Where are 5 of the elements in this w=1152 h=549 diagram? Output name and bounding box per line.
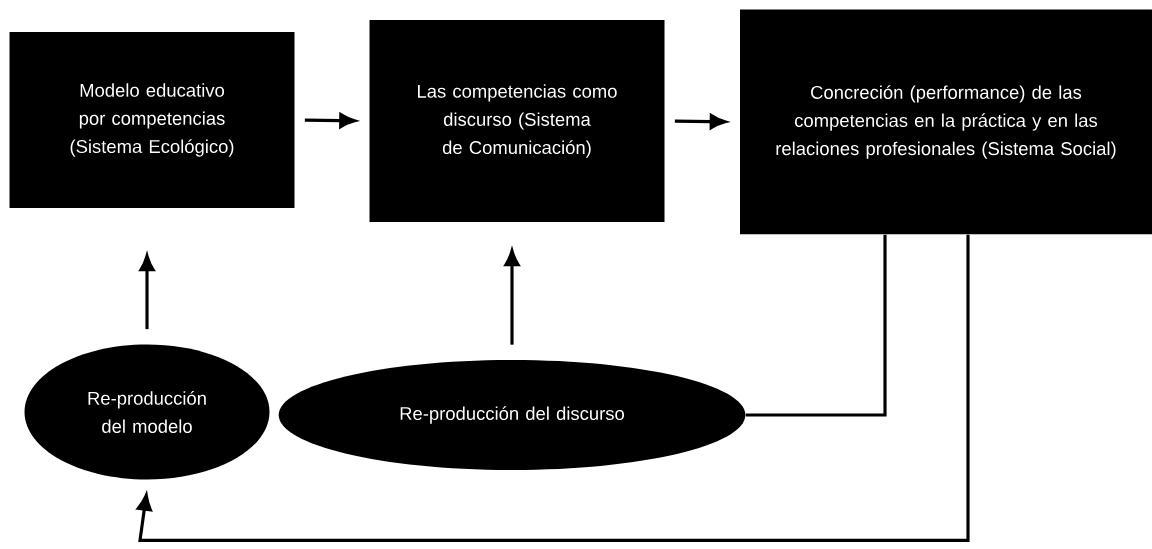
connector-line: [745, 234, 887, 417]
process-box: Concreción (performance) de las competencias en la práctica y en las relaciones profesionales (Sistema Social): [740, 9, 1152, 235]
process-box: Las competencias como discurso (Sistema de Comunicación): [369, 20, 665, 222]
arrow: [136, 234, 970, 542]
process-box: Modelo educativo por competencias (Sistema Ecológico): [9, 32, 295, 208]
